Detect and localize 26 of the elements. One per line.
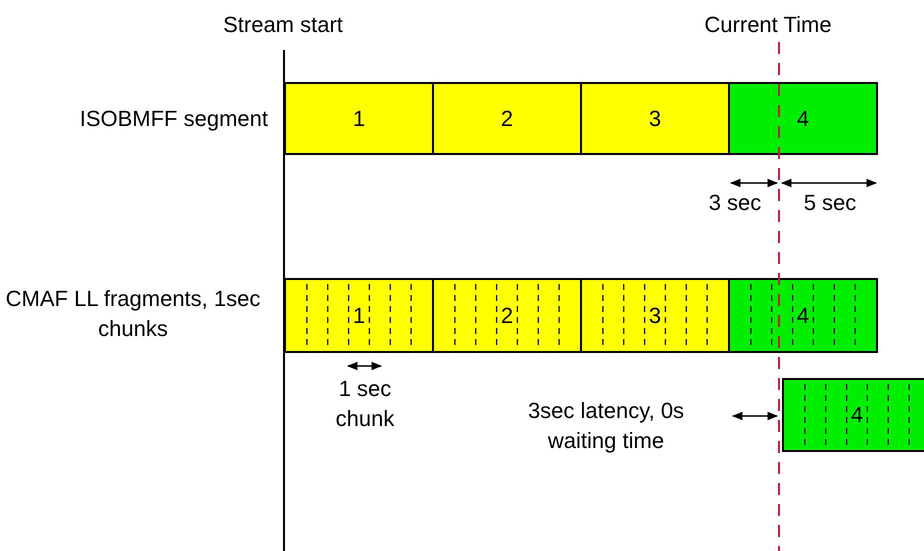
segment-number: 3 [648,106,662,132]
dimension-label: 3 sec [708,189,762,217]
fragment-number: 1 [352,302,366,328]
dimension-label: 1 sec chunk [334,375,396,433]
segment-number: 2 [500,106,514,132]
fragment-box [782,378,924,452]
segment-box [580,82,730,155]
row-label: CMAF LL fragments, 1sec chunks [4,285,262,343]
segment-box [728,82,878,155]
segment-box [432,82,582,155]
fragment-box [284,278,434,353]
fragment-number: 4 [796,302,810,328]
fragment-number: 3 [648,302,662,328]
axis-label: Current Time [703,11,833,39]
row-label: ISOBMFF segment [78,105,268,133]
dimension-label: 3sec latency, 0s waiting time [526,397,686,455]
segment-number: 4 [796,106,810,132]
fragment-box [580,278,730,353]
fragment-number: 4 [850,402,864,428]
fragment-box [432,278,582,353]
fragment-box [728,278,878,353]
axis-label: Stream start [222,11,344,39]
fragment-number: 2 [500,302,514,328]
segment-number: 1 [352,106,366,132]
dimension-label: 5 sec [802,189,858,217]
segment-box [284,82,434,155]
